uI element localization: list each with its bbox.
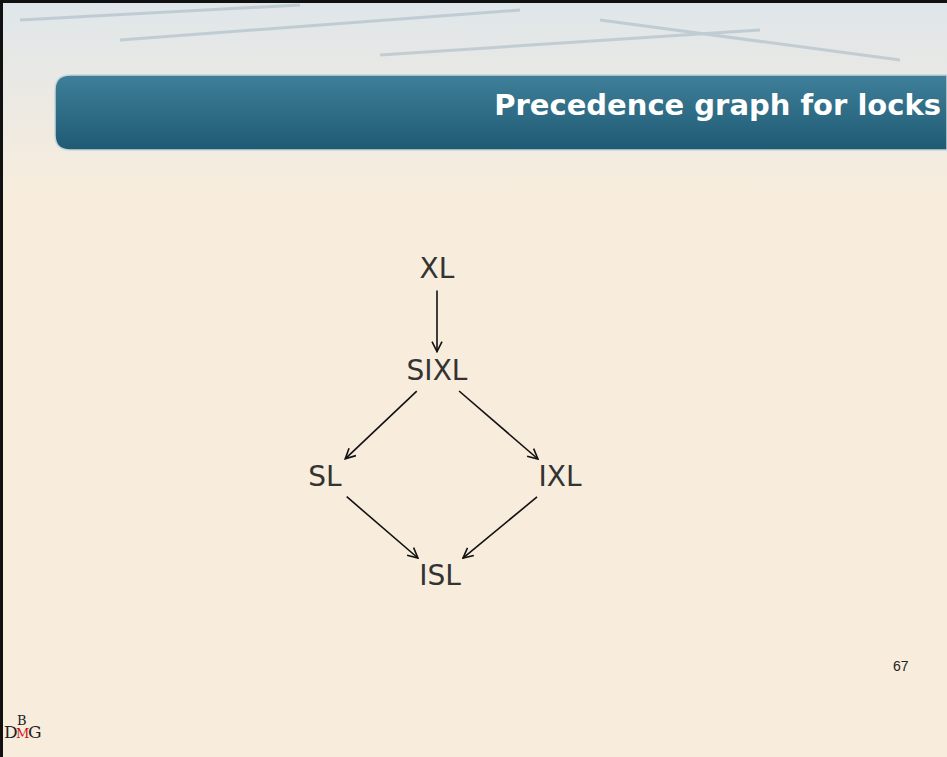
precedence-arrow: [459, 391, 538, 459]
title-bar: [55, 75, 947, 150]
precedence-arrow: [463, 497, 537, 558]
frame-line: [0, 0, 3, 757]
page-number: 67: [893, 658, 909, 674]
precedence-arrow: [345, 391, 417, 459]
slide-title: Precedence graph for locks: [494, 88, 941, 122]
header-decoration: [0, 0, 947, 200]
lock-mode-label: IXL: [536, 462, 583, 493]
precedence-arrow: [436, 290, 438, 351]
logo-letter: M: [16, 726, 29, 741]
logo-letter: G: [28, 722, 42, 742]
lock-mode-label: ISL: [417, 561, 463, 592]
lock-mode-node: ISL: [417, 561, 463, 594]
lock-mode-node: IXL: [536, 462, 583, 495]
precedence-arrow: [347, 497, 418, 558]
logo-letter: D: [4, 722, 18, 742]
lock-mode-label: SL: [306, 462, 343, 493]
frame-line: [0, 0, 947, 3]
lock-mode-label: SIXL: [405, 356, 470, 387]
lock-mode-node: SL: [306, 462, 343, 495]
lock-mode-label: XL: [418, 254, 457, 285]
lock-mode-node: XL: [418, 254, 457, 287]
logo-letter: B: [17, 713, 27, 728]
lock-mode-node: SIXL: [405, 356, 470, 389]
decorative-streaks: [20, 5, 900, 60]
